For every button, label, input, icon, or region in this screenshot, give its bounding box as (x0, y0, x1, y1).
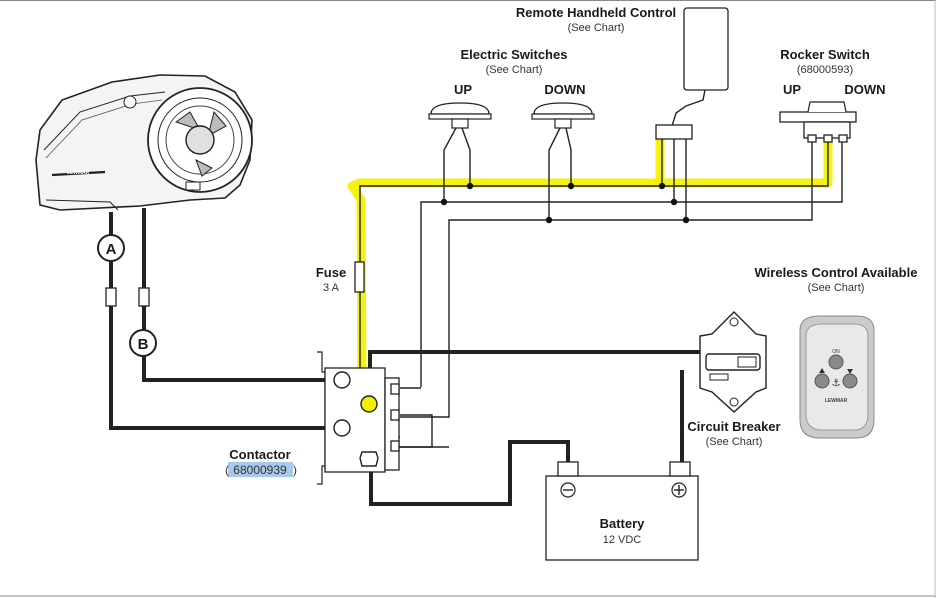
anchor-windlass-icon: LEWMAR (35, 74, 253, 211)
contactor-part-number: 68000939 (233, 463, 287, 477)
circuit-breaker (699, 311, 767, 413)
fuse-title: Fuse (316, 265, 346, 280)
rocker-switch (779, 101, 857, 143)
electric-switch-up-label: UP (454, 82, 472, 97)
electric-switches-title: Electric Switches (461, 47, 568, 62)
remote-handheld (655, 7, 729, 140)
electric-switches-sub: (See Chart) (486, 64, 543, 76)
electric-switch-down (531, 102, 595, 129)
electric-switch-up (428, 102, 492, 129)
svg-text:ON: ON (832, 349, 840, 355)
inline-connector-b (138, 287, 150, 307)
plus-terminal-icon (671, 482, 687, 498)
marker-a: A (97, 234, 125, 262)
rocker-title: Rocker Switch (780, 47, 870, 62)
svg-text:A: A (106, 241, 117, 258)
contactor-title: Contactor (229, 447, 290, 462)
battery-title: Battery (600, 516, 646, 531)
inline-connector-a (105, 287, 117, 307)
svg-text:(: ( (225, 463, 229, 477)
remote-title: Remote Handheld Control (516, 5, 676, 20)
rocker-up-label: UP (783, 82, 801, 97)
svg-text:): ) (293, 463, 297, 477)
breaker-title: Circuit Breaker (687, 419, 780, 434)
battery-voltage: 12 VDC (603, 534, 642, 546)
breaker-sub: (See Chart) (706, 436, 763, 448)
minus-terminal-icon (560, 482, 576, 498)
rocker-part: (68000593) (797, 64, 853, 76)
contactor-part-selection (228, 462, 293, 477)
fuse (354, 261, 365, 293)
rocker-down-label: DOWN (844, 82, 885, 97)
remote-sub: (See Chart) (568, 22, 625, 34)
wireless-title: Wireless Control Available (755, 265, 918, 280)
contactor (317, 351, 400, 485)
battery (545, 461, 699, 561)
fuse-rating: 3 A (323, 282, 340, 294)
svg-text:LEWMAR: LEWMAR (825, 398, 848, 404)
svg-text:LEWMAR: LEWMAR (67, 170, 90, 176)
svg-text:B: B (138, 336, 149, 353)
electric-switch-down-label: DOWN (544, 82, 585, 97)
wireless-sub: (See Chart) (808, 282, 865, 294)
power-wiring (109, 208, 704, 506)
wireless-remote: ON ⚓ LEWMAR (799, 315, 875, 439)
anchor-icon: ⚓ (832, 378, 841, 389)
marker-b: B (129, 329, 157, 357)
